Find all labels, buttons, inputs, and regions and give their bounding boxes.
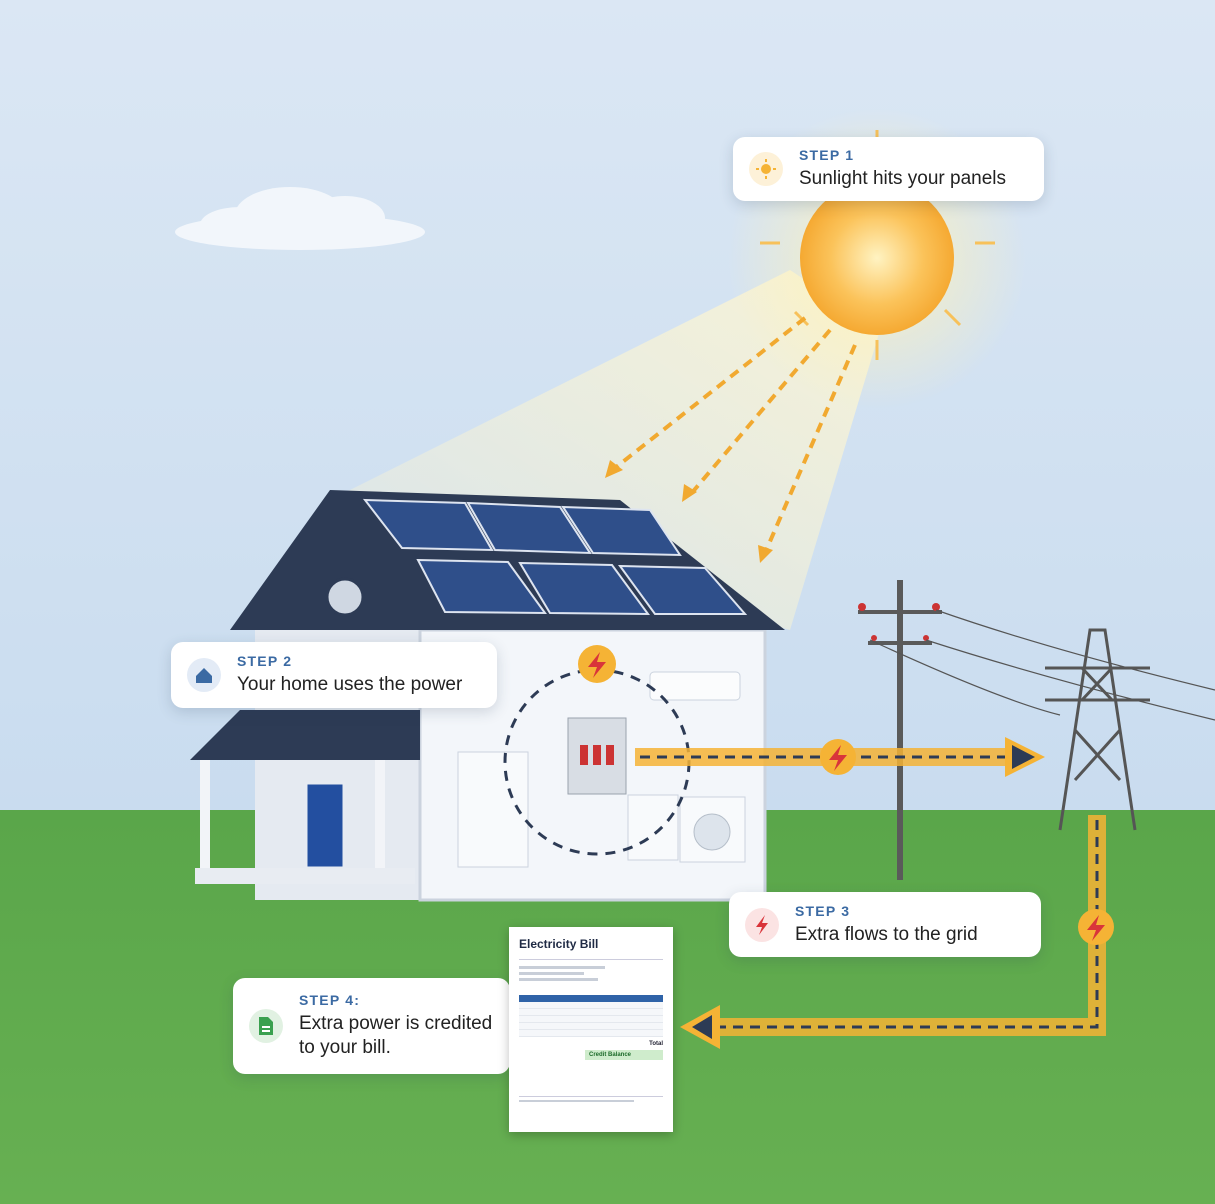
step-text: Extra power is credited to your bill. (299, 1013, 493, 1058)
step-text: Extra flows to the grid (795, 923, 978, 945)
step-3-card: STEP 3 Extra flows to the grid (729, 892, 1041, 957)
grid-flow (635, 737, 1045, 777)
cloud (175, 187, 425, 250)
bill-title: Electricity Bill (519, 937, 599, 951)
step-1-card: STEP 1 Sunlight hits your panels (733, 137, 1044, 201)
home-icon (187, 658, 221, 692)
step-text: Your home uses the power (237, 674, 463, 695)
sun-icon (749, 152, 783, 186)
step-label: STEP 3 (795, 902, 851, 919)
round-window (325, 577, 365, 617)
oven (627, 794, 679, 861)
bill-credit-balance: Credit Balance (585, 1050, 663, 1060)
electricity-bill: Electricity Bill Total Credit Balance (509, 927, 673, 1132)
sunlight-arrows (613, 316, 857, 554)
transmission-tower (1045, 628, 1150, 831)
step-2-card: STEP 2 Your home uses the power (171, 642, 497, 708)
step-text: Sunlight hits your panels (799, 168, 1007, 189)
step-label: STEP 1 (799, 147, 855, 163)
lightning-icon (745, 907, 779, 942)
solar-panels (362, 498, 748, 616)
step-label: STEP 2 (237, 653, 293, 669)
fridge (457, 751, 529, 868)
porch-roof (190, 710, 420, 760)
sun-disc (800, 181, 954, 335)
document-icon (249, 1009, 283, 1043)
door (304, 781, 346, 870)
sun-beam (330, 270, 880, 630)
step-4-card: STEP 4: Extra power is credited to your b… (233, 978, 510, 1074)
step-label: STEP 4: (299, 992, 361, 1008)
bill-total-label: Total (649, 1041, 663, 1047)
credit-flow (680, 815, 1114, 1049)
air-conditioner (649, 671, 741, 701)
